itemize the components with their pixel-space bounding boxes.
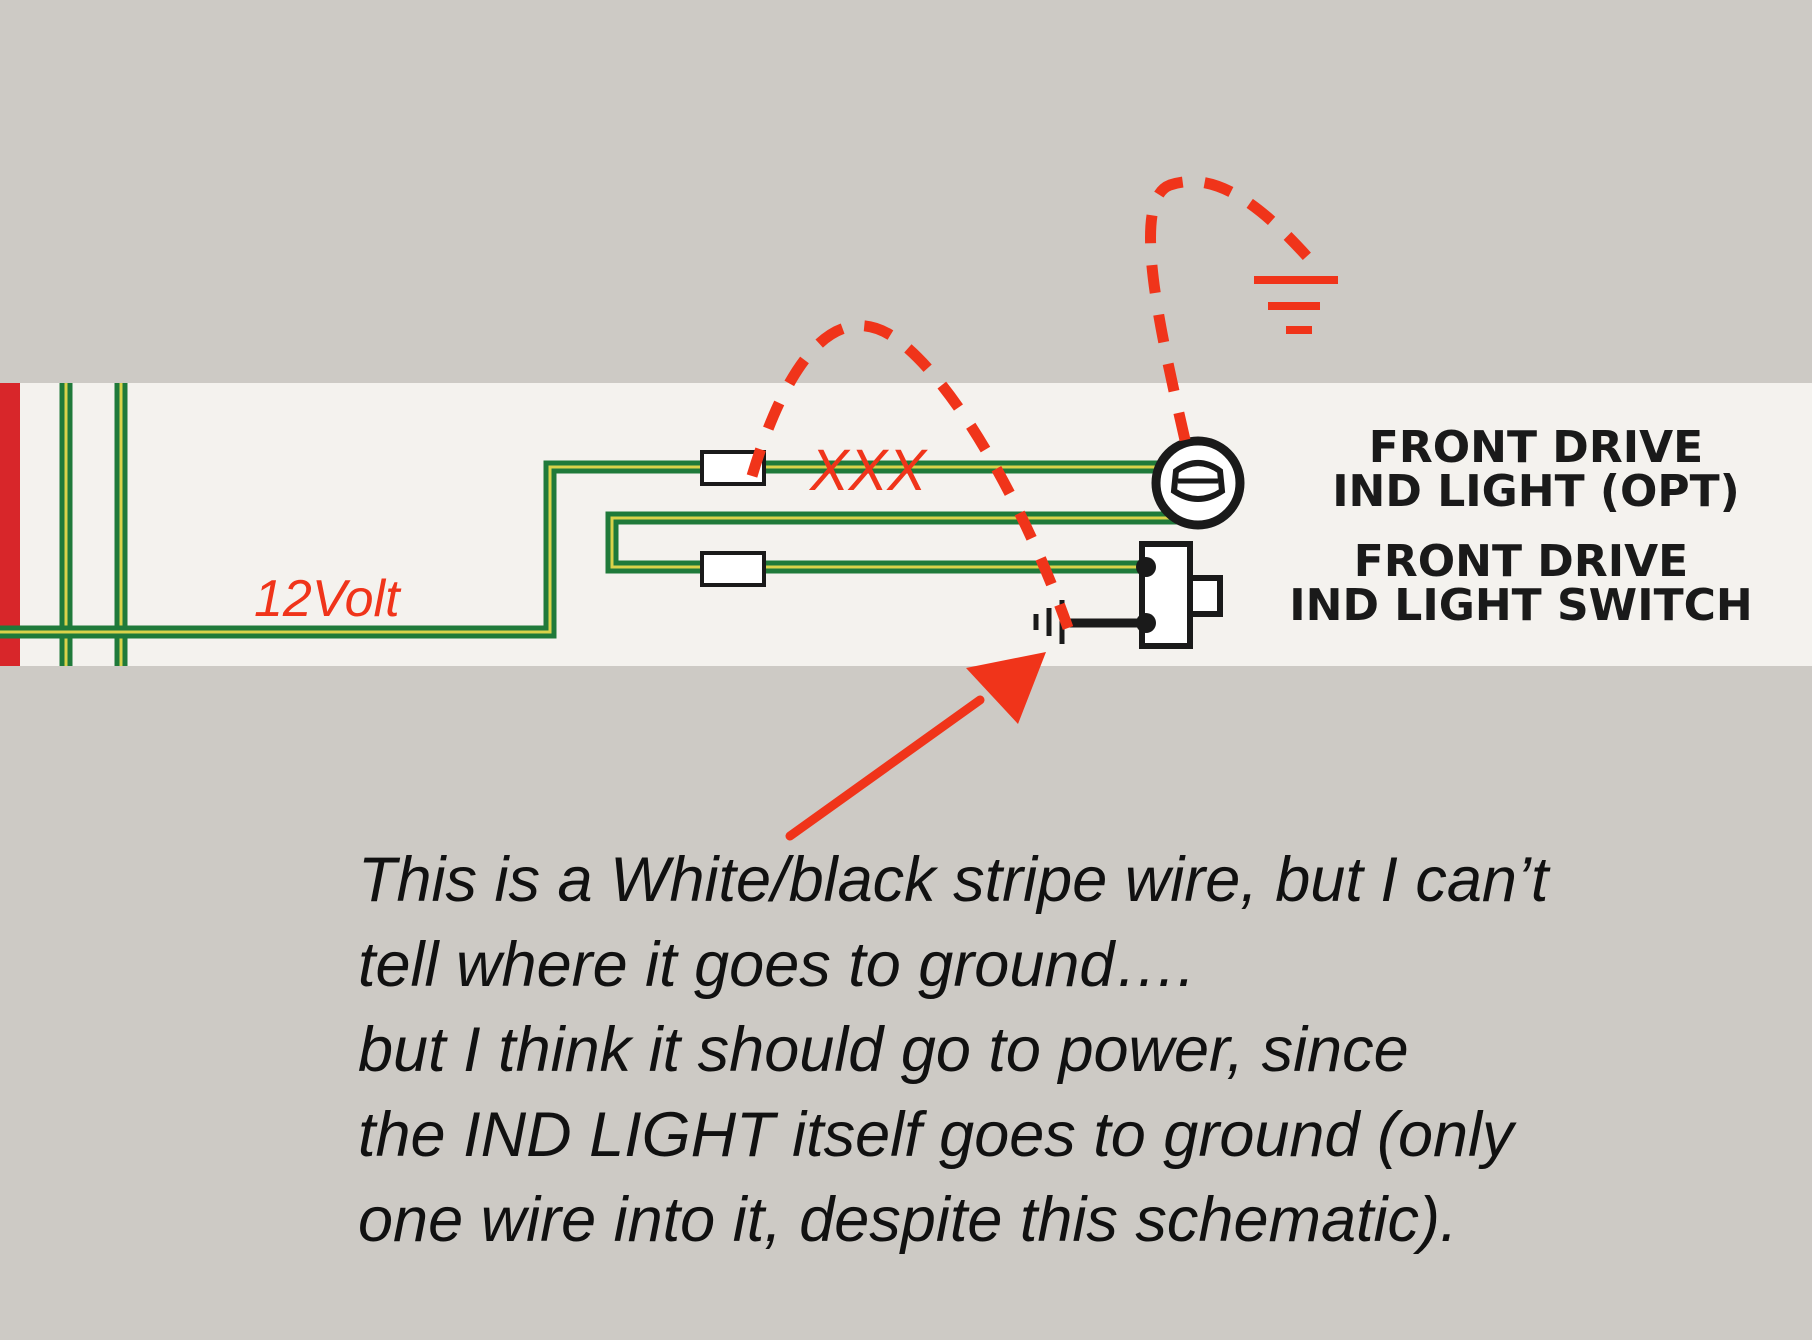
light-label: FRONT DRIVE IND LIGHT (OPT) — [1332, 422, 1740, 517]
dashed-ground-annotation — [1145, 175, 1317, 442]
caption-text: This is a White/black stripe wire, but I… — [358, 838, 1778, 1263]
bulb-icon — [1151, 436, 1245, 530]
caption-line: the IND LIGHT itself goes to ground (onl… — [358, 1100, 1514, 1170]
cross-mark: XXX — [808, 438, 928, 503]
caption-line: This is a White/black stripe wire, but I… — [358, 845, 1549, 915]
switch-label-line2: IND LIGHT SWITCH — [1289, 580, 1752, 631]
voltage-label: 12Volt — [254, 570, 402, 628]
light-label-line2: IND LIGHT (OPT) — [1332, 466, 1740, 517]
loop-wire — [605, 511, 1185, 574]
arrow-icon — [785, 652, 1046, 841]
red-ground-icon — [1254, 276, 1338, 334]
caption-line: one wire into it, despite this schematic… — [358, 1185, 1458, 1255]
switch-label: FRONT DRIVE IND LIGHT SWITCH — [1289, 536, 1752, 631]
connector-icon — [700, 551, 766, 587]
switch-label-line1: FRONT DRIVE — [1354, 536, 1688, 587]
caption-line: but I think it should go to power, since — [358, 1015, 1409, 1085]
dashed-jumper-annotation — [746, 320, 1074, 630]
vertical-bus-wires — [59, 383, 128, 666]
caption-line: tell where it goes to ground…. — [358, 930, 1195, 1000]
switch-icon — [1066, 541, 1223, 649]
light-label-line1: FRONT DRIVE — [1369, 422, 1703, 473]
feed-wire — [0, 460, 1190, 639]
power-wire-red — [0, 383, 20, 666]
